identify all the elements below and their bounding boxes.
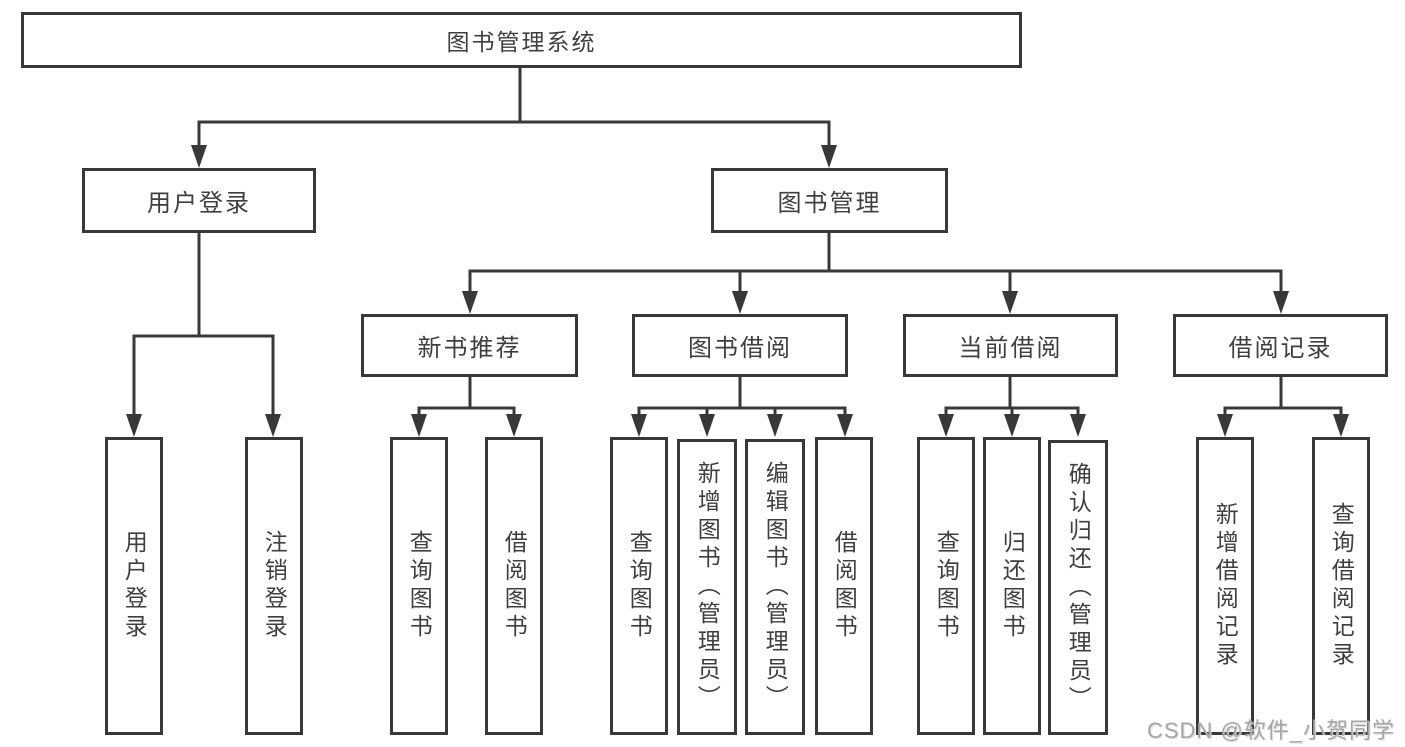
connector-book-borrow — [637, 375, 847, 421]
leaf-borrow-books-1: 借阅图书 — [485, 437, 543, 735]
node-book-borrow: 图书借阅 — [632, 314, 848, 377]
connector-current-borrow — [944, 375, 1080, 421]
connector-borrow-records — [1223, 375, 1343, 421]
connector-user-login — [132, 231, 275, 421]
node-current-borrow: 当前借阅 — [903, 314, 1118, 377]
node-new-book-recommend: 新书推荐 — [361, 314, 578, 377]
leaf-query-borrow-record: 查询借阅记录 — [1312, 437, 1370, 735]
leaf-return-books: 归还图书 — [983, 437, 1041, 735]
node-user-login-branch: 用户登录 — [82, 168, 316, 233]
node-book-management-branch: 图书管理 — [711, 168, 948, 233]
leaf-confirm-return-admin: 确认归还（管理员） — [1048, 440, 1108, 735]
leaf-logout: 注销登录 — [245, 437, 303, 735]
csdn-watermark: CSDN @软件_小贺同学 — [1146, 718, 1395, 743]
arrowheads — [126, 145, 1349, 437]
leaf-query-books-3: 查询图书 — [917, 437, 975, 735]
connector-book-management — [468, 231, 1283, 298]
connector-new-book — [417, 375, 516, 421]
leaf-query-books-2: 查询图书 — [610, 437, 668, 735]
leaf-edit-books-admin: 编辑图书（管理员） — [745, 439, 805, 735]
connector-root — [197, 66, 831, 152]
leaf-add-books-admin: 新增图书（管理员） — [677, 439, 737, 735]
node-borrow-records: 借阅记录 — [1173, 314, 1388, 377]
node-library-system: 图书管理系统 — [21, 12, 1022, 68]
leaf-user-login: 用户登录 — [105, 437, 163, 735]
leaf-borrow-books-2: 借阅图书 — [815, 437, 873, 735]
leaf-add-borrow-record: 新增借阅记录 — [1196, 437, 1254, 735]
leaf-query-books-1: 查询图书 — [390, 437, 448, 735]
